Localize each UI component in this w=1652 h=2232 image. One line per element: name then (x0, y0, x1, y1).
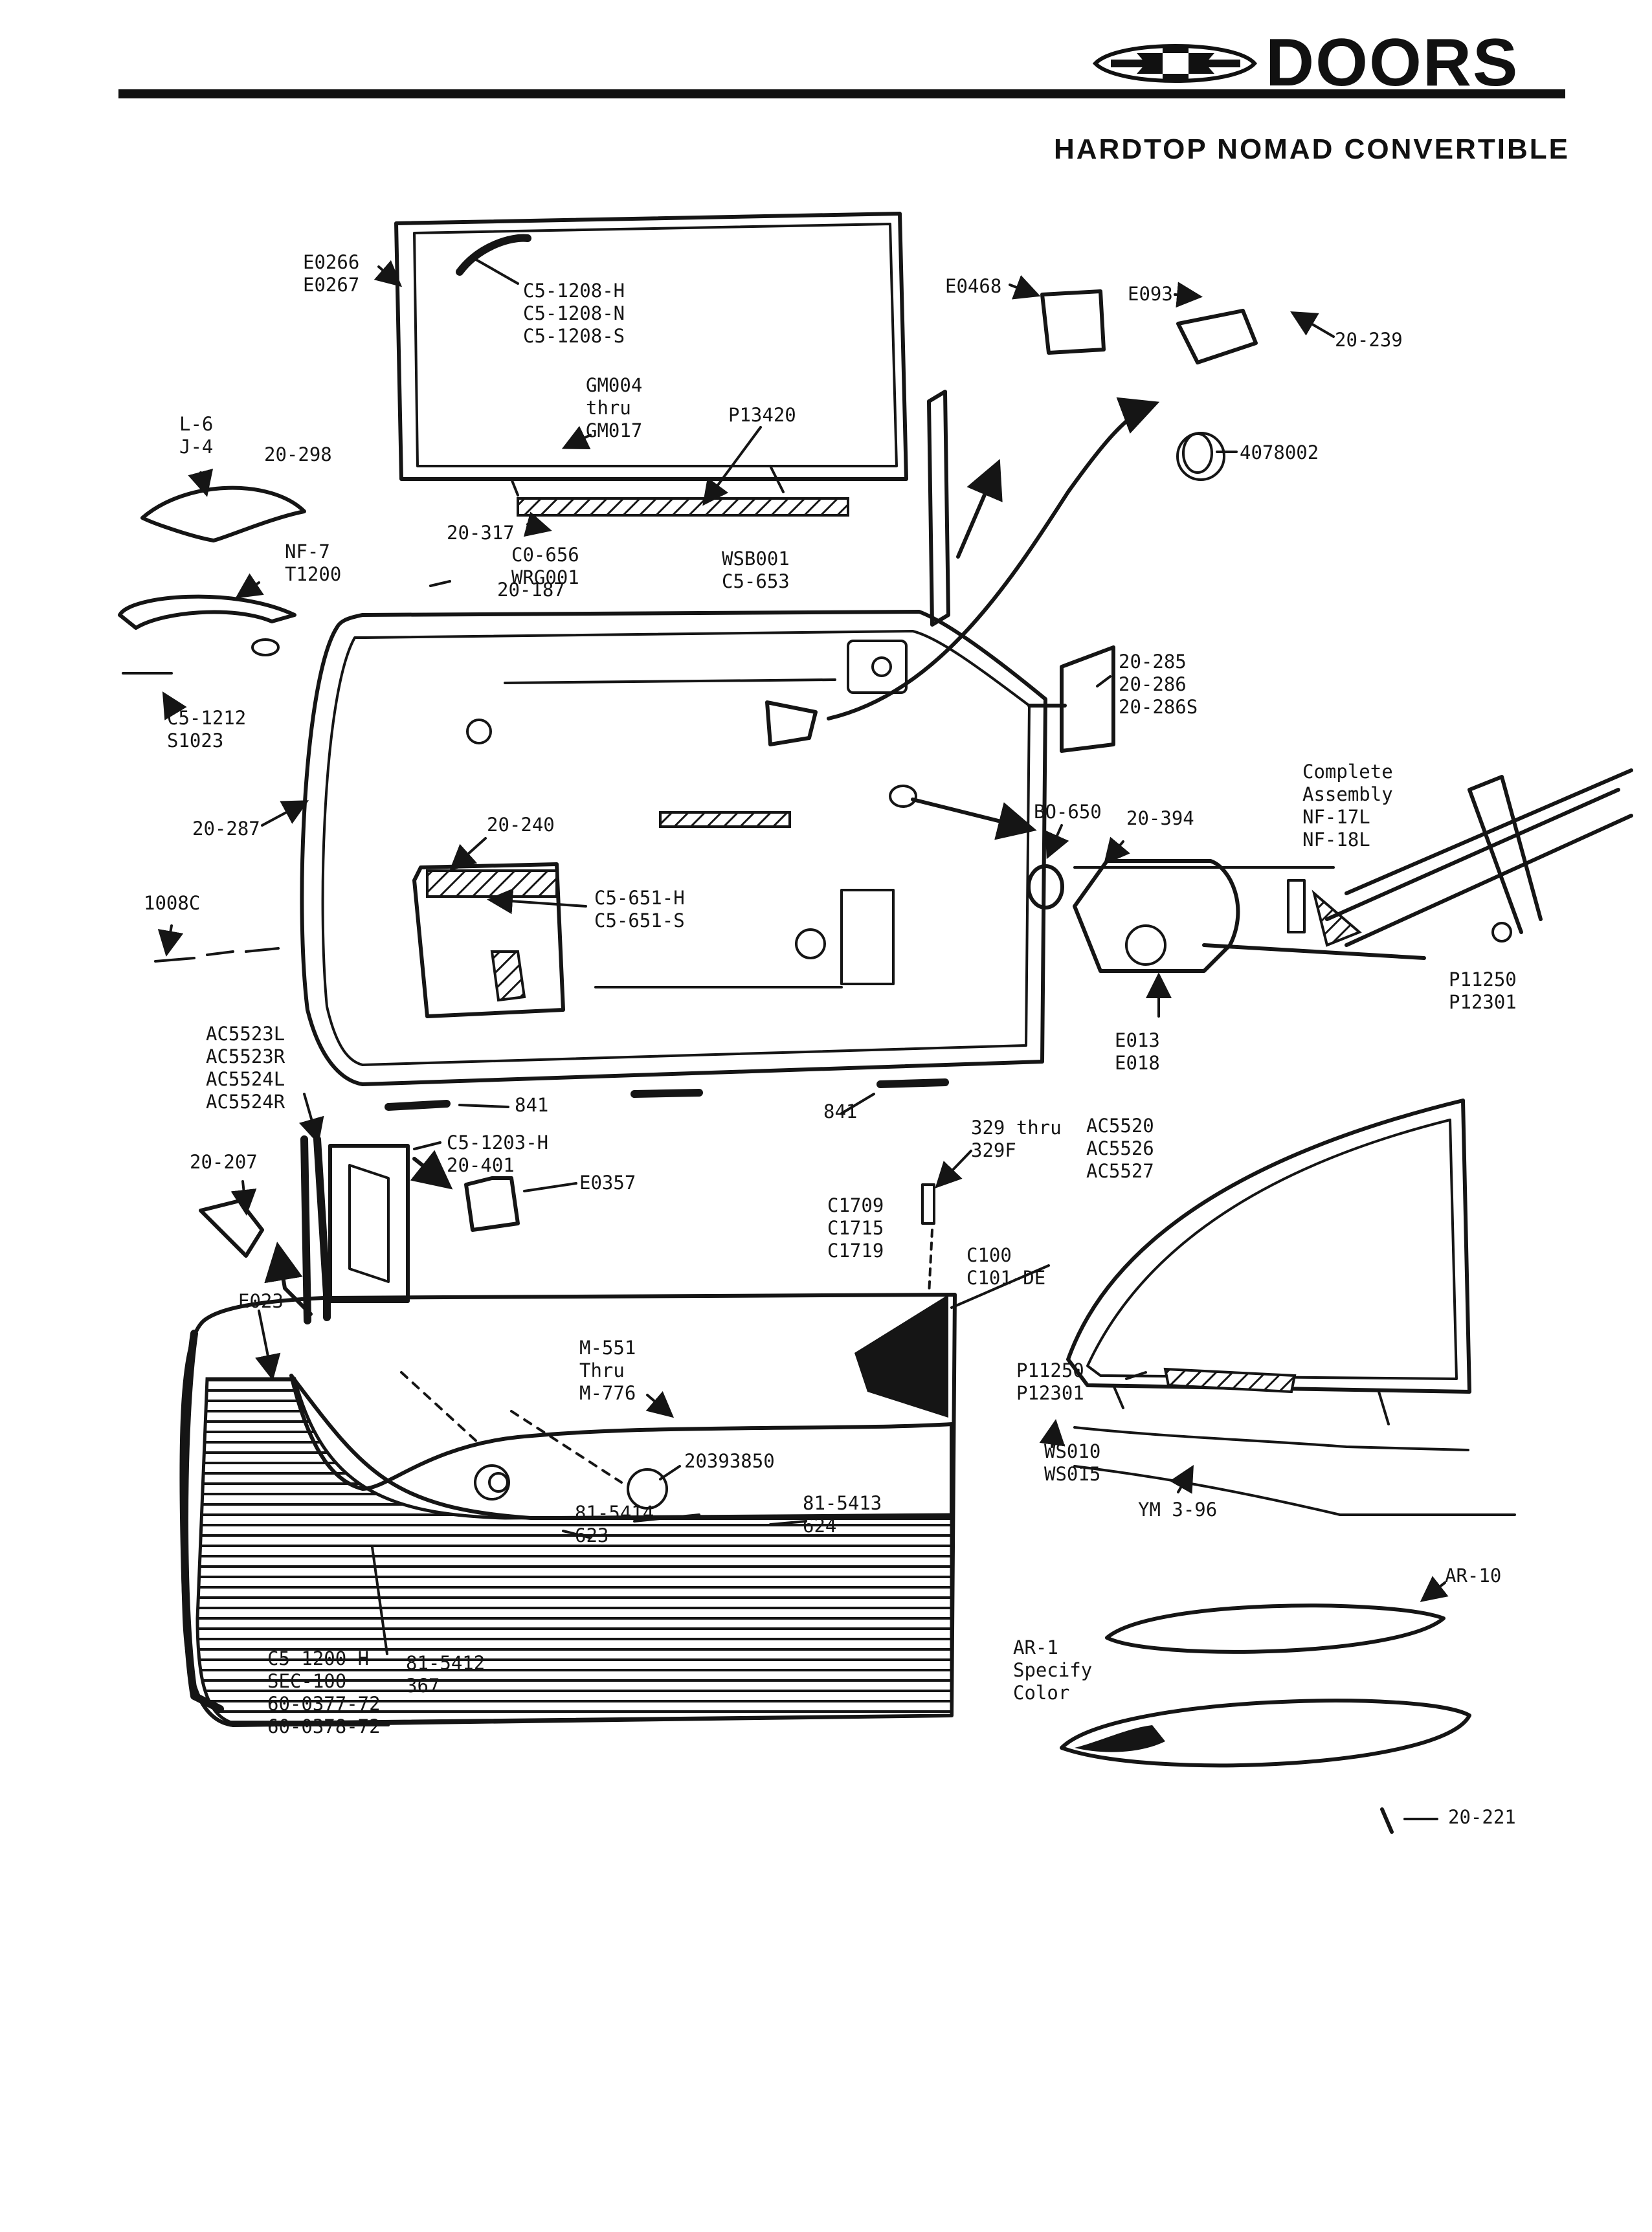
label-e0468: E0468 (945, 275, 1002, 297)
label-1008c: 1008C (144, 892, 201, 914)
label-20-239: 20-239 (1335, 329, 1403, 351)
chevrolet-bowtie-emblem (1092, 44, 1258, 83)
label-20-221: 20-221 (1448, 1806, 1516, 1828)
label-20-298: 20-298 (264, 443, 332, 465)
label-p13420: P13420 (728, 404, 796, 426)
page-subtitle: HARDTOP NOMAD CONVERTIBLE (1054, 133, 1570, 165)
label-ar-10: AR-10 (1445, 1565, 1502, 1587)
label-20-287: 20-287 (192, 818, 260, 840)
label-20393850: 20393850 (684, 1450, 775, 1472)
label-e093: E093 (1128, 283, 1173, 305)
label-e0357: E0357 (579, 1172, 636, 1194)
weatherstrips (1073, 1426, 1516, 1516)
armrest (1060, 1603, 1471, 1768)
quarter-window-glass (1066, 1099, 1471, 1425)
label-ym-3-96: YM 3-96 (1138, 1499, 1218, 1521)
door-shell (300, 610, 1047, 1086)
window-regulator (1073, 768, 1633, 973)
assembly-arrows (264, 397, 1160, 1484)
label-bo-650: BO-650 (1034, 801, 1102, 823)
label-20-317: 20-317 (447, 522, 515, 544)
label-e023: E023 (238, 1290, 284, 1312)
label-4078002: 4078002 (1240, 441, 1319, 463)
header-rule (118, 89, 1565, 98)
label-841-left: 841 (515, 1094, 549, 1116)
door-window-glass (394, 212, 908, 517)
label-20-394: 20-394 (1126, 807, 1194, 829)
page-title: DOORS (1266, 25, 1519, 100)
label-20-207: 20-207 (190, 1151, 258, 1173)
label-20-240: 20-240 (487, 814, 555, 836)
label-841-right: 841 (823, 1100, 858, 1122)
label-20-187: 20-187 (497, 579, 565, 601)
small-hardware (118, 289, 1394, 1834)
leader-lines (157, 256, 1449, 1820)
window-post (927, 390, 950, 627)
